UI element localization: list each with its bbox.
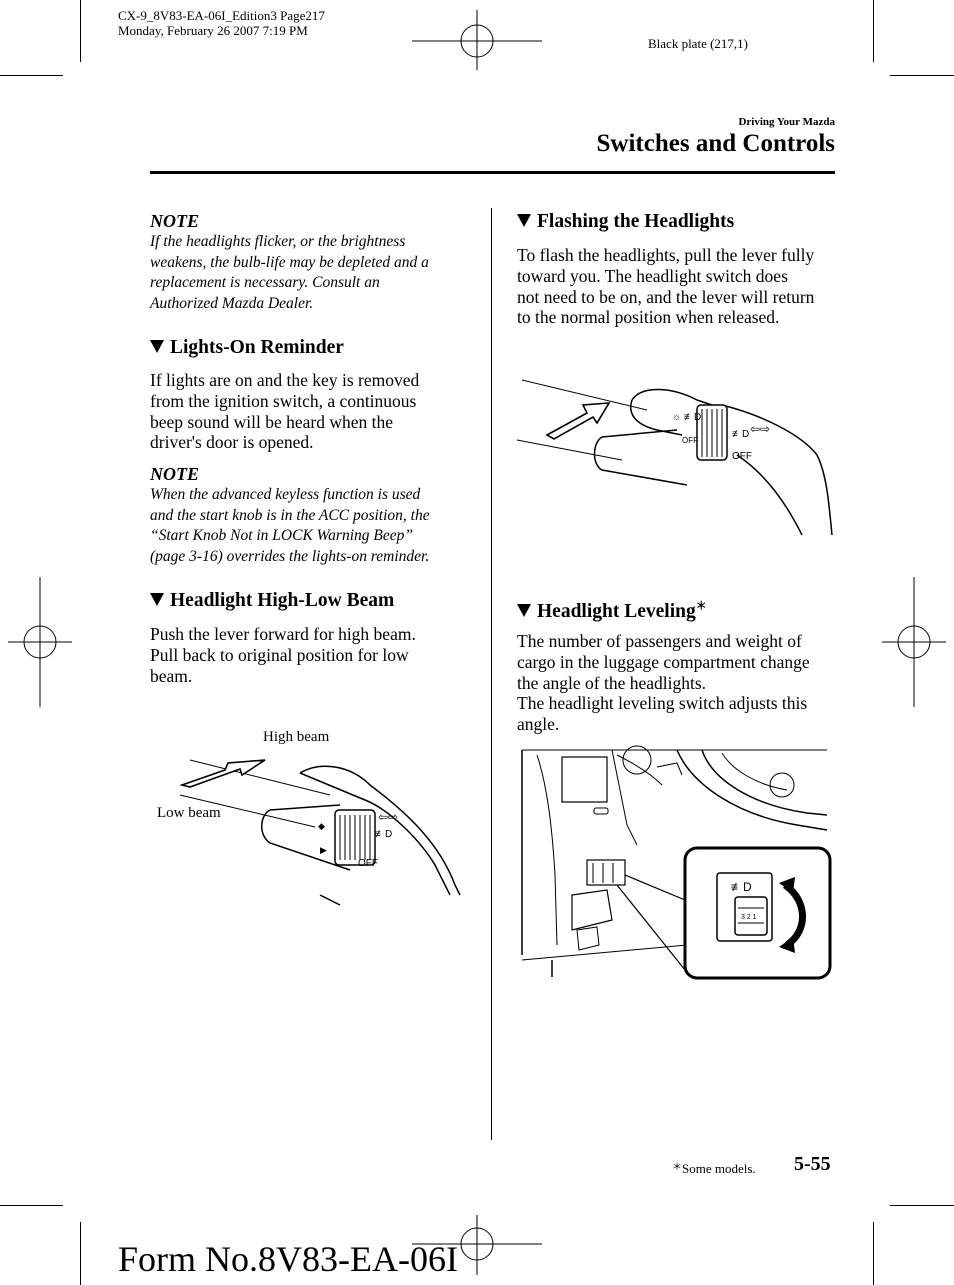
- heading-flashing-headlights: Flashing the Headlights: [517, 211, 734, 233]
- asterisk-icon: ＊: [695, 600, 707, 612]
- footer-note: ＊Some models.: [672, 1161, 756, 1176]
- triangle-bullet-icon: [517, 214, 531, 227]
- svg-text:◆: ◆: [318, 821, 325, 831]
- crop-mark: [890, 75, 954, 76]
- low-beam-label: Low beam: [157, 805, 221, 821]
- high-beam-label: High beam: [263, 729, 330, 745]
- off-label: OFF: [732, 451, 752, 462]
- svg-text:≢D: ≢D: [375, 829, 392, 840]
- note-text: If the headlights flicker, or the bright…: [150, 233, 429, 313]
- flashing-paragraph: To flash the headlights, pull the lever …: [517, 245, 815, 328]
- note-text: When the advanced keyless function is us…: [150, 486, 430, 566]
- header-rule: [150, 171, 835, 174]
- svg-text:▶: ▶: [320, 845, 327, 855]
- note-block-bulb: NOTE If the headlights flicker, or the b…: [150, 211, 470, 315]
- triangle-bullet-icon: [150, 340, 164, 353]
- note-block-keyless: NOTE When the advanced keyless function …: [150, 464, 470, 568]
- switch-number-scale: 3 2 1: [741, 914, 757, 921]
- high-low-beam-illustration: ◆ ▶ OFF ≢D ⇦⇨: [179, 759, 461, 906]
- heading-headlight-leveling: Headlight Leveling＊: [517, 597, 707, 623]
- page-number: 5-55: [794, 1153, 831, 1175]
- crop-mark: [890, 1205, 954, 1206]
- print-date-line: Monday, February 26 2007 7:19 PM: [118, 23, 308, 38]
- registration-mark-left: [8, 577, 72, 707]
- section-tag: Driving Your Mazda: [738, 116, 835, 128]
- registration-mark-top: [412, 10, 542, 70]
- triangle-bullet-icon: [517, 604, 531, 617]
- svg-text:☼ ≢D: ☼ ≢D: [672, 412, 701, 423]
- svg-text:≢D: ≢D: [732, 429, 749, 440]
- svg-text:≢D: ≢D: [731, 880, 752, 894]
- column-divider: [491, 208, 492, 1140]
- crop-mark: [80, 0, 81, 62]
- svg-text:⇦⇨: ⇦⇨: [378, 810, 398, 824]
- headlight-leveling-illustration: ≢D 3 2 1: [521, 745, 832, 980]
- plate-label: Black plate (217,1): [648, 36, 748, 51]
- heading-lights-on-reminder: Lights-On Reminder: [150, 337, 344, 359]
- crop-mark: [873, 1222, 874, 1285]
- leveling-paragraph: The number of passengers and weight of c…: [517, 631, 810, 735]
- crop-mark: [80, 1222, 81, 1285]
- crop-mark: [0, 75, 63, 76]
- flashing-headlights-illustration: ☼ ≢D OFF OFF ≢D ⇦⇨: [517, 379, 833, 536]
- crop-mark: [0, 1205, 63, 1206]
- triangle-bullet-icon: [150, 593, 164, 606]
- print-file-line: CX-9_8V83-EA-06I_Edition3 Page217: [118, 8, 325, 23]
- asterisk-icon: ＊: [672, 1162, 682, 1173]
- off-label: OFF: [358, 858, 378, 869]
- lights-on-paragraph: If lights are on and the key is removed …: [150, 370, 420, 453]
- registration-mark-right: [882, 577, 946, 707]
- off-label-small: OFF: [682, 436, 698, 445]
- note-heading: NOTE: [150, 464, 199, 484]
- note-heading: NOTE: [150, 211, 199, 231]
- form-number: Form No.8V83-EA-06I: [118, 1239, 458, 1279]
- page-title: Switches and Controls: [596, 130, 835, 157]
- crop-mark: [873, 0, 874, 62]
- high-low-paragraph: Push the lever forward for high beam. Pu…: [150, 624, 416, 686]
- svg-text:⇦⇨: ⇦⇨: [750, 422, 770, 436]
- heading-high-low-beam: Headlight High-Low Beam: [150, 590, 394, 612]
- registration-mark-bottom: [412, 1215, 542, 1275]
